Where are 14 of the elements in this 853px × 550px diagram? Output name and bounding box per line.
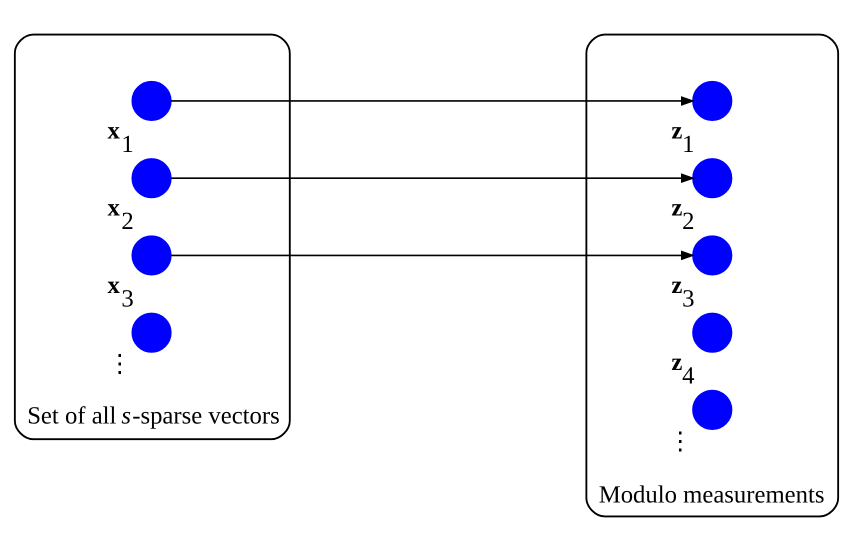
arrow (171, 172, 695, 183)
node-circle (692, 312, 732, 352)
node-circle (131, 80, 172, 121)
node-circle (131, 312, 172, 352)
node-circle (692, 80, 732, 121)
node-circle (692, 234, 732, 275)
node-circle (131, 234, 172, 275)
node-label: ⋮ (668, 427, 694, 454)
node-circle (692, 389, 732, 430)
node-circle (692, 158, 732, 198)
node-circle (131, 158, 172, 198)
node-label: ⋮ (108, 350, 133, 378)
arrow (171, 250, 695, 260)
arrow (171, 96, 695, 106)
